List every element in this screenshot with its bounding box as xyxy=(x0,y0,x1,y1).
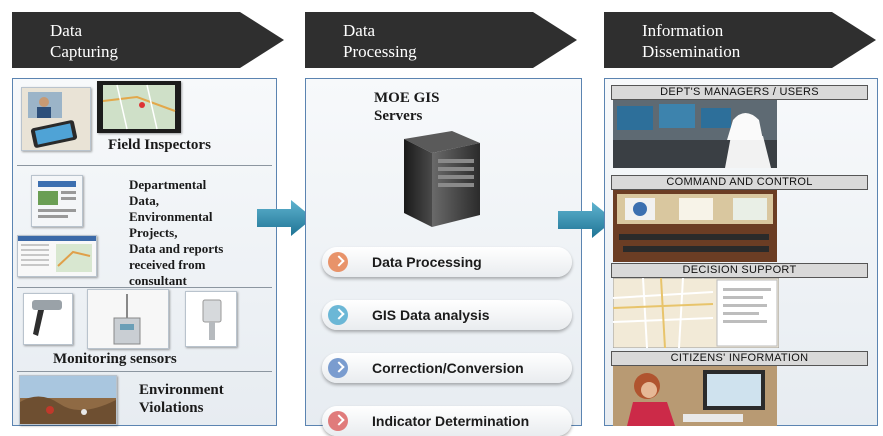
step-correction-conversion: Correction/Conversion xyxy=(322,353,572,383)
report-document-thumbnail xyxy=(31,175,83,227)
flow-arrow-icon xyxy=(257,200,313,236)
header-label: Data Processing xyxy=(343,21,417,61)
servers-label: MOE GIS Servers xyxy=(374,90,440,124)
citizens-information-photo xyxy=(613,366,777,426)
field-inspectors-label: Field Inspectors xyxy=(108,137,211,153)
environment-violation-photo xyxy=(19,375,117,425)
chevron-right-icon xyxy=(328,305,348,325)
header-label: Information Dissemination xyxy=(642,21,741,61)
sensor-photo-2 xyxy=(185,291,237,347)
chevron-right-icon xyxy=(328,358,348,378)
header-data-processing: Data Processing xyxy=(305,12,577,68)
step-data-processing: Data Processing xyxy=(322,247,572,277)
dissemination-label-citizens: CITIZENS' INFORMATION xyxy=(611,351,868,366)
header-label: Data Capturing xyxy=(50,21,118,61)
managers-photo xyxy=(613,100,777,168)
dissemination-panel: DEPT'S MANAGERS / USERS COMMAND AND CONT… xyxy=(604,78,878,426)
decision-support-map-photo xyxy=(613,278,779,348)
dissemination-label-managers: DEPT'S MANAGERS / USERS xyxy=(611,85,868,100)
spreadsheet-map-thumbnail xyxy=(17,235,97,277)
step-indicator-determination: Indicator Determination xyxy=(322,406,572,436)
divider xyxy=(17,371,272,372)
divider xyxy=(17,287,272,288)
step-label: GIS Data analysis xyxy=(372,307,490,323)
server-tower-icon xyxy=(404,131,480,227)
chevron-right-icon xyxy=(328,252,348,272)
departmental-data-label: Departmental Data, Environmental Project… xyxy=(129,177,224,288)
step-label: Data Processing xyxy=(372,254,482,270)
header-information-dissemination: Information Dissemination xyxy=(604,12,876,68)
capturing-panel: Field Inspectors Departmental Data, Envi… xyxy=(12,78,277,426)
dissemination-label-command: COMMAND AND CONTROL xyxy=(611,175,868,190)
step-label: Correction/Conversion xyxy=(372,360,524,376)
field-inspector-photo xyxy=(21,87,91,151)
sensor-photo-1 xyxy=(23,293,73,345)
tablet-map-photo xyxy=(97,81,181,133)
monitoring-sensors-label: Monitoring sensors xyxy=(53,351,177,367)
step-label: Indicator Determination xyxy=(372,413,530,429)
environment-violations-label: Environment Violations xyxy=(139,382,224,416)
header-data-capturing: Data Capturing xyxy=(12,12,284,68)
dissemination-label-decision: DECISION SUPPORT xyxy=(611,263,868,278)
chevron-right-icon xyxy=(328,411,348,431)
sensor-station-photo xyxy=(87,289,169,349)
flow-arrow-icon xyxy=(558,202,614,238)
command-control-photo xyxy=(613,190,777,262)
divider xyxy=(17,165,272,166)
processing-panel: MOE GIS Servers Data Processing GIS Data… xyxy=(305,78,582,436)
step-gis-data-analysis: GIS Data analysis xyxy=(322,300,572,330)
